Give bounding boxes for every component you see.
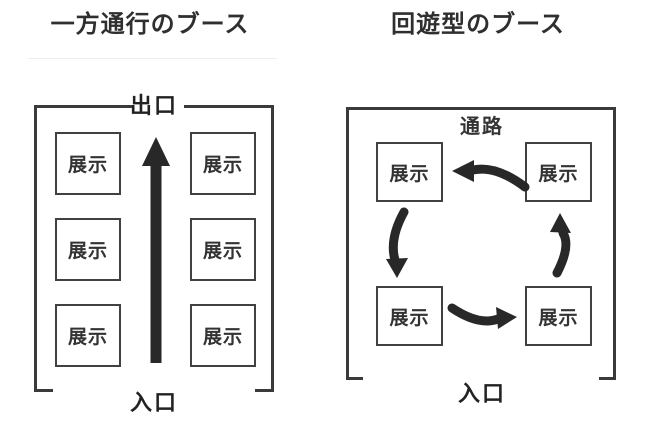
curved-arrow-down-icon (386, 207, 409, 278)
curved-arrow-left-icon (452, 160, 530, 192)
booth-border-foot-right (599, 377, 616, 380)
exhibit-box: 展示 (190, 304, 256, 367)
curved-arrow-up-icon (550, 213, 571, 278)
exhibit-box: 展示 (55, 132, 121, 195)
exhibit-box: 展示 (55, 304, 121, 367)
circulation-booth-title: 回遊型のブース (391, 11, 565, 38)
booth-border-top-left (34, 105, 132, 108)
booth-border-top-right (184, 105, 274, 108)
arrow-shaft (150, 164, 162, 363)
entrance-label: 入口 (129, 390, 178, 415)
exhibit-box: 展示 (55, 218, 121, 281)
booth-border-foot-left (346, 377, 363, 380)
exhibit-box: 展示 (376, 286, 443, 346)
exhibit-box: 展示 (525, 286, 592, 346)
exhibit-box: 展示 (376, 142, 443, 202)
exhibit-box: 展示 (190, 132, 256, 195)
exit-label: 出口 (129, 93, 178, 118)
title-underline (28, 58, 277, 59)
circulation-booth-diagram: 通路 展示 展示 展示 展示 (346, 98, 618, 418)
straight-up-arrow-icon (142, 137, 170, 363)
exhibit-box: 展示 (190, 218, 256, 281)
one-way-booth-diagram: 出口 展示 展示 展示 展示 展示 展示 入口 (34, 94, 274, 420)
aisle-label: 通路 (460, 116, 504, 138)
booth-border-top (346, 107, 616, 110)
exhibit-box: 展示 (525, 142, 592, 202)
booth-border-foot-left (34, 389, 53, 392)
booth-border-right (613, 107, 616, 380)
booth-border-left (34, 105, 37, 392)
arrowhead-up (142, 137, 170, 166)
one-way-booth-title: 一方通行のブース (50, 11, 250, 38)
booth-border-right (271, 105, 274, 392)
curved-arrow-right-icon (447, 303, 517, 329)
entrance-label: 入口 (457, 381, 506, 406)
booth-border-foot-right (255, 389, 274, 392)
booth-border-left (346, 107, 349, 380)
